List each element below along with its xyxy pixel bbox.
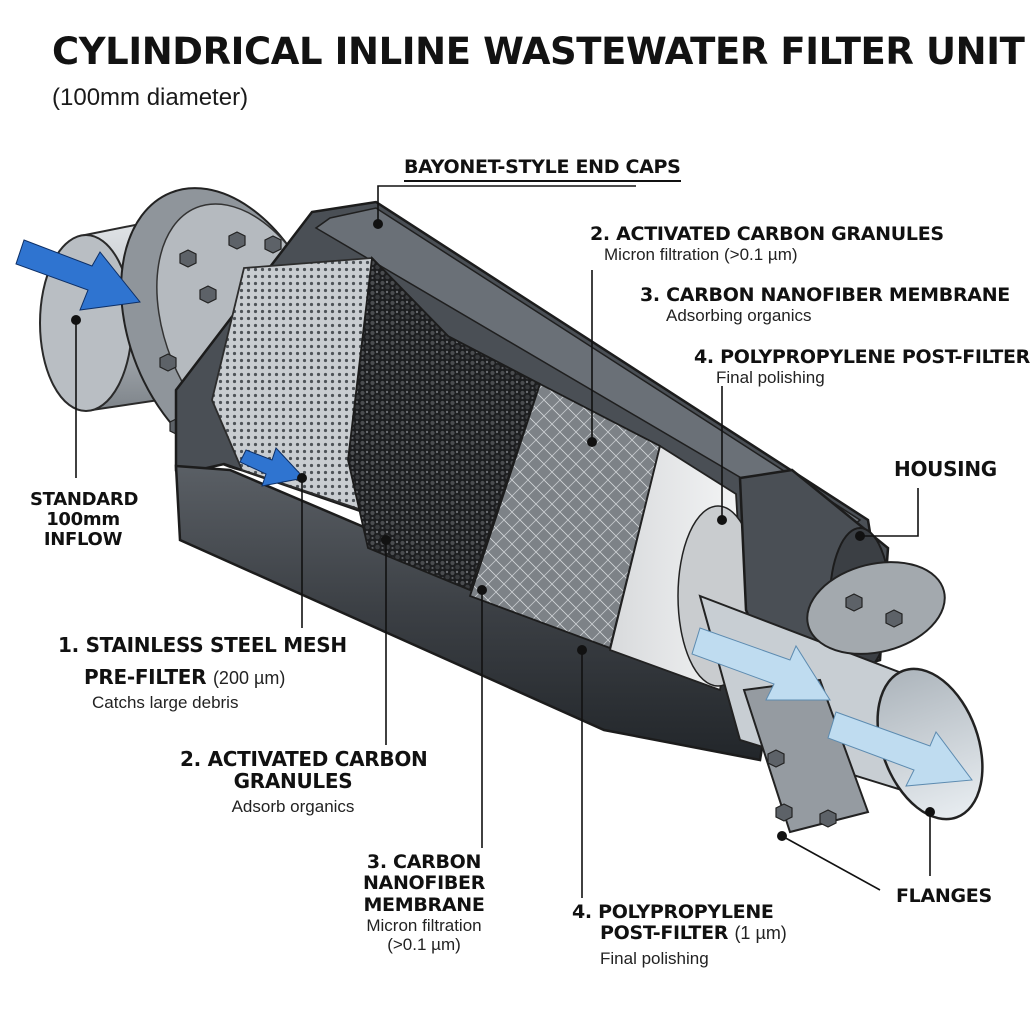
bottom-callout-mesh: 1. STAINLESS STEEL MESH PRE-FILTER (200 … (58, 634, 347, 712)
top-polypropylene-desc: Final polishing (716, 368, 825, 388)
bottom-carbon-desc: Adsorb organics (231, 796, 355, 816)
bottom-callout-polypropylene: 4. POLYPROPYLENE POST-FILTER (1 µm) Fina… (572, 901, 787, 968)
end-caps-text: BAYONET-STYLE END CAPS (404, 156, 681, 182)
bottom-callout-nanofiber: 3. CARBON NANOFIBER MEMBRANE Micron filt… (354, 851, 494, 954)
bottom-nanofiber-desc1: Micron filtration (366, 915, 482, 935)
callout-dots (71, 219, 935, 841)
end-caps-label: BAYONET-STYLE END CAPS (404, 156, 681, 182)
outflow-arrow (691, 627, 973, 787)
bottom-polypropylene-desc: Final polishing (600, 948, 709, 968)
top-nanofiber-desc: Adsorbing organics (666, 306, 812, 326)
mesh-line2-row: PRE-FILTER (200 µm) (84, 666, 347, 688)
inflow-line3: INFLOW (43, 529, 123, 551)
bottom-polypropylene-line2: POST-FILTER (600, 922, 729, 945)
bottom-callout-carbon: 2. ACTIVATED CARBON GRANULES Adsorb orga… (180, 747, 428, 816)
mesh-desc: Catchs large debris (92, 692, 239, 712)
housing-label: HOUSING (894, 457, 997, 481)
bottom-polypropylene-line1: 4. POLYPROPYLENE (572, 901, 774, 923)
bottom-nanofiber-desc2: (>0.1 µm) (387, 934, 461, 954)
stage-2-carbon-granules (347, 256, 542, 592)
inner-flow-arrow (239, 447, 305, 487)
inflow-arrow (15, 239, 141, 311)
bottom-polypropylene-line2-row: POST-FILTER (1 µm) (600, 923, 787, 944)
flanges-label: FLANGES (896, 885, 992, 907)
diagram-title: CYLINDRICAL INLINE WASTEWATER FILTER UNI… (52, 30, 1025, 73)
mesh-rating: (200 µm) (212, 668, 286, 689)
top-carbon-title: 2. ACTIVATED CARBON GRANULES (590, 223, 944, 245)
housing-text: HOUSING (894, 457, 997, 481)
top-callout-polypropylene: 4. POLYPROPYLENE POST-FILTER Final polis… (694, 346, 1030, 388)
mesh-line2: PRE-FILTER (84, 665, 207, 690)
bottom-carbon-line2: GRANULES (233, 769, 353, 794)
inflow-label: STANDARD 100mm INFLOW (30, 489, 139, 551)
top-nanofiber-title: 3. CARBON NANOFIBER MEMBRANE (640, 284, 1010, 306)
inflow-line2: 100mm (46, 509, 120, 531)
callout-leader-lines (75, 185, 931, 898)
bottom-nanofiber-line2: NANOFIBER (362, 872, 486, 895)
bottom-nanofiber-line1: 3. CARBON (366, 851, 482, 873)
diagram-subtitle: (100mm diameter) (52, 84, 249, 111)
flanges-text: FLANGES (896, 885, 992, 907)
bottom-carbon-line1: 2. ACTIVATED CARBON (180, 747, 428, 771)
bottom-nanofiber-line3: MEMBRANE (363, 893, 485, 916)
bottom-polypropylene-rating: (1 µm) (734, 923, 787, 944)
top-carbon-desc: Micron filtration (>0.1 µm) (604, 245, 798, 265)
mesh-line1: 1. STAINLESS STEEL MESH (58, 633, 347, 657)
top-callout-carbon: 2. ACTIVATED CARBON GRANULES Micron filt… (590, 223, 944, 265)
top-polypropylene-title: 4. POLYPROPYLENE POST-FILTER (694, 346, 1030, 368)
inflow-line1: STANDARD (30, 489, 139, 510)
top-callout-nanofiber: 3. CARBON NANOFIBER MEMBRANE Adsorbing o… (640, 284, 1010, 326)
